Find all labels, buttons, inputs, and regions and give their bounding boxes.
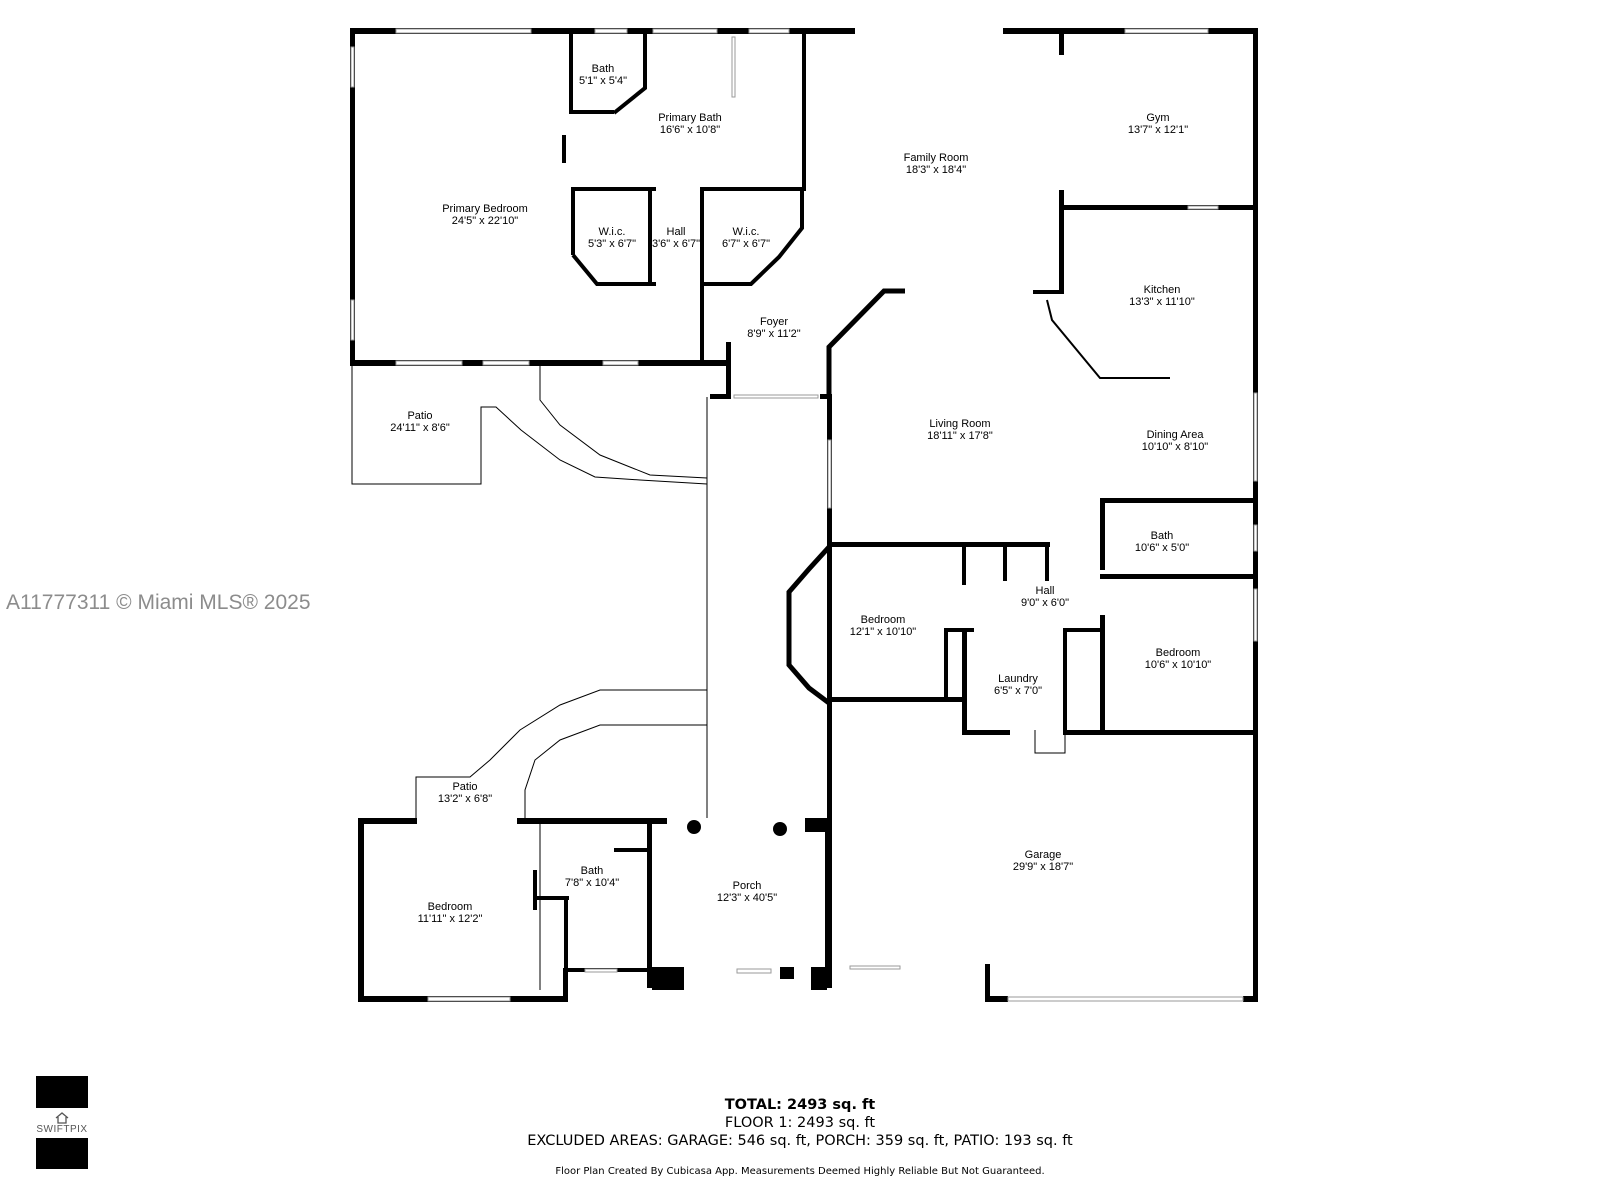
room-dimensions: 29'9" x 18'7" [1013, 861, 1073, 873]
room-name: Bath [592, 63, 615, 75]
room-name: Bedroom [1156, 647, 1201, 659]
room-label-wic-right: W.i.c.6'7" x 6'7" [722, 226, 770, 250]
room-dimensions: 12'1" x 10'10" [850, 626, 917, 638]
room-name: Bedroom [428, 901, 473, 913]
room-dimensions: 12'3" x 40'5" [717, 892, 777, 904]
logo-brand: SWIFTPIX [36, 1124, 88, 1135]
room-name: Bath [1151, 530, 1174, 542]
room-dimensions: 6'7" x 6'7" [722, 238, 770, 250]
room-dimensions: 13'7" x 12'1" [1128, 124, 1188, 136]
room-dimensions: 24'11" x 8'6" [390, 422, 450, 434]
room-dimensions: 18'3" x 18'4" [906, 164, 966, 176]
room-name: Hall [1036, 585, 1055, 597]
room-dimensions: 9'0" x 6'0" [1021, 597, 1069, 609]
room-name: Hall [667, 226, 686, 238]
room-name: Living Room [929, 418, 990, 430]
room-dimensions: 10'10" x 8'10" [1142, 441, 1209, 453]
room-name: Bath [581, 865, 604, 877]
room-dimensions: 16'6" x 10'8" [660, 124, 720, 136]
room-name: Patio [452, 781, 477, 793]
walls [350, 28, 1258, 1002]
floor-area: FLOOR 1: 2493 sq. ft [724, 1115, 876, 1131]
excluded-areas: EXCLUDED AREAS: GARAGE: 546 sq. ft, PORC… [527, 1133, 1073, 1149]
outdoor-outlines [351, 363, 1066, 990]
room-name: Porch [733, 880, 762, 892]
room-dimensions: 10'6" x 10'10" [1145, 659, 1212, 671]
total-area: TOTAL: 2493 sq. ft [724, 1097, 876, 1113]
room-dimensions: 11'11" x 12'2" [418, 913, 483, 925]
room-name: Family Room [904, 152, 969, 164]
room-name: Primary Bath [658, 112, 722, 124]
room-name: Patio [407, 410, 432, 422]
room-dimensions: 8'9" x 11'2" [747, 328, 800, 340]
room-name: Laundry [998, 673, 1038, 685]
disclaimer: Floor Plan Created By Cubicasa App. Meas… [555, 1166, 1045, 1177]
room-dimensions: 18'11" x 17'8" [927, 430, 993, 442]
room-dimensions: 13'2" x 6'8" [438, 793, 492, 805]
room-dimensions: 5'1" x 5'4" [579, 75, 627, 87]
room-name: Garage [1025, 849, 1062, 861]
room-label-wic-left: W.i.c.5'3" x 6'7" [588, 226, 636, 250]
room-dimensions: 6'5" x 7'0" [994, 685, 1042, 697]
room-name: W.i.c. [733, 226, 760, 238]
room-dimensions: 7'8" x 10'4" [565, 877, 619, 889]
room-dimensions: 24'5" x 22'10" [452, 215, 519, 227]
room-name: Foyer [760, 316, 788, 328]
swiftpix-logo: SWIFTPIX [36, 1076, 88, 1169]
room-name: Kitchen [1144, 284, 1181, 296]
room-name: Bedroom [861, 614, 906, 626]
watermark: A11777311 © Miami MLS® 2025 [6, 591, 311, 614]
room-name: Dining Area [1147, 429, 1205, 441]
room-dimensions: 3'6" x 6'7" [652, 238, 700, 250]
room-name: Gym [1146, 112, 1169, 124]
room-name: W.i.c. [599, 226, 626, 238]
house-icon [55, 1112, 69, 1124]
room-dimensions: 5'3" x 6'7" [588, 238, 636, 250]
room-dimensions: 13'3" x 11'10" [1129, 296, 1195, 308]
windows [350, 28, 1258, 1002]
room-name: Primary Bedroom [442, 203, 528, 215]
room-dimensions: 10'6" x 5'0" [1135, 542, 1189, 554]
